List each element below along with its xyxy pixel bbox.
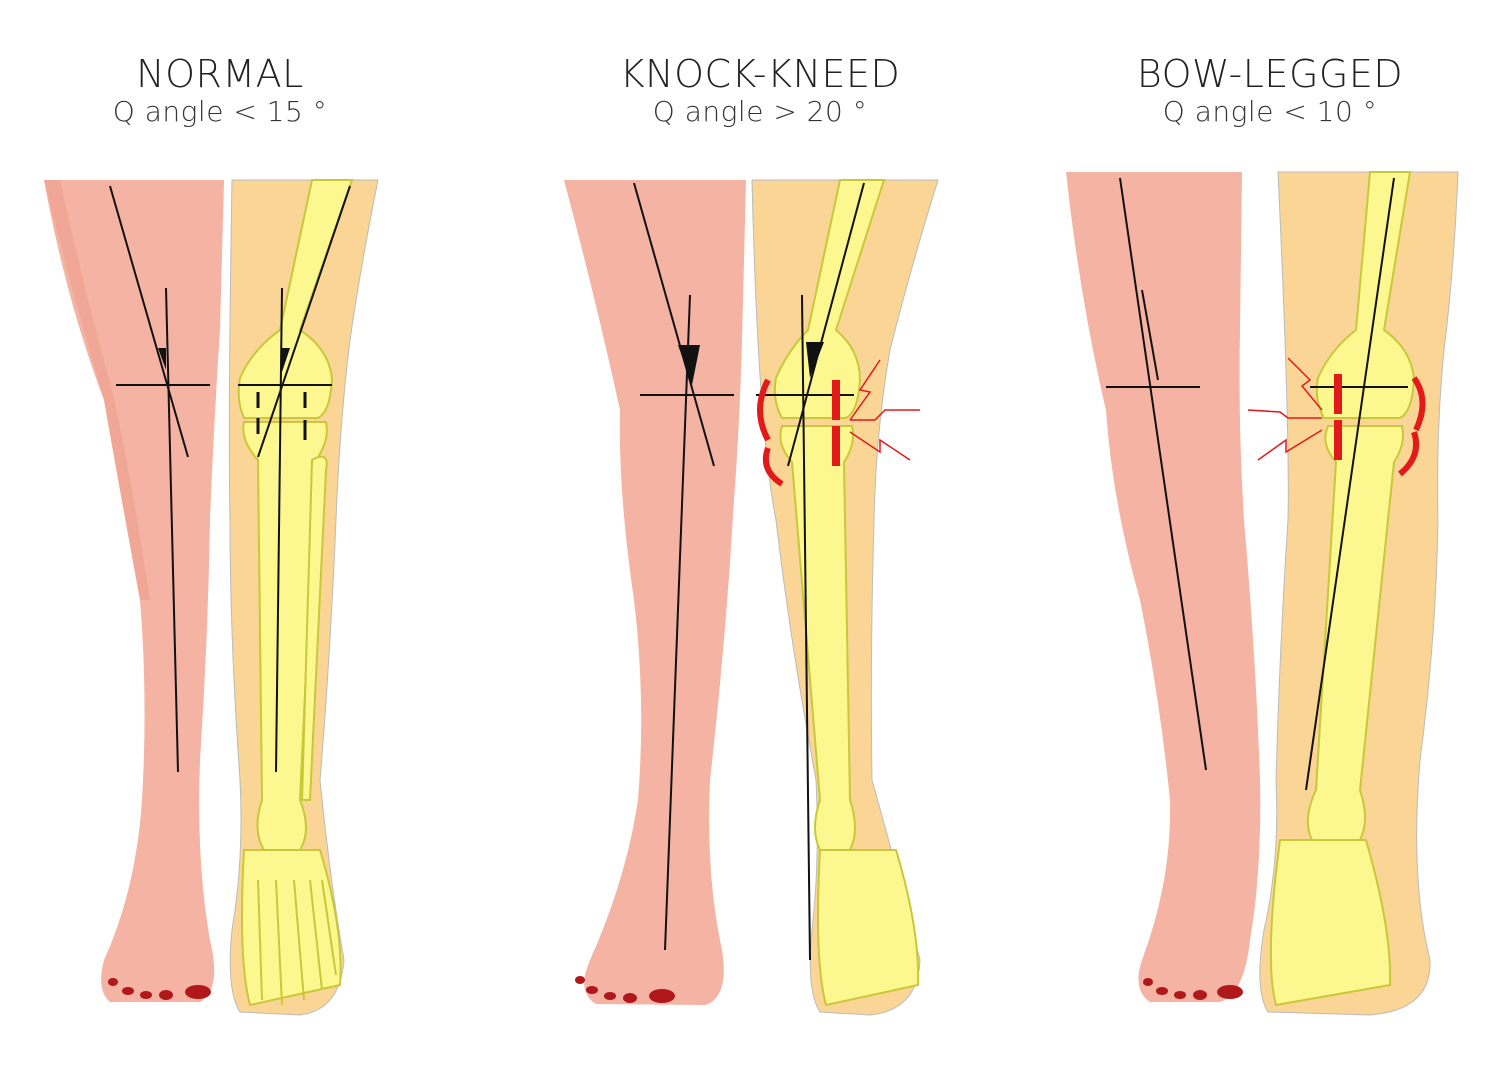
skin-leg [564, 180, 746, 1005]
condition-label: KNOCK-KNEED [619, 52, 901, 96]
q-angle-label: Q angle < 15 ° [112, 95, 328, 128]
skin-leg [44, 180, 224, 1002]
panel-bow-legged: BOW-LEGGED Q angle < 10 ° [1040, 0, 1500, 1071]
skeletal-leg [228, 179, 379, 1016]
panel-title: BOW-LEGGED Q angle < 10 ° [1040, 0, 1500, 128]
q-angle-wedge [158, 348, 166, 370]
condition-label: NORMAL [136, 52, 304, 96]
q-angle-label: Q angle < 10 ° [1162, 95, 1378, 128]
q-angle-wedge [282, 348, 290, 372]
pressure-arrows [256, 392, 307, 440]
skin-leg [1066, 172, 1261, 1002]
skeletal-leg [751, 179, 939, 1016]
condition-label: BOW-LEGGED [1136, 52, 1404, 96]
q-angle-wedge [806, 342, 824, 378]
panel-title: KNOCK-KNEED Q angle > 20 ° [520, 0, 1000, 128]
stress-indicators [757, 359, 920, 487]
panel-normal: NORMAL Q angle < 15 ° [0, 0, 440, 1071]
panel-knock-kneed: KNOCK-KNEED Q angle > 20 ° [520, 0, 1000, 1071]
q-angle-axis-lines [109, 185, 351, 773]
q-angle-wedge [678, 345, 700, 385]
panel-title: NORMAL Q angle < 15 ° [0, 0, 440, 128]
q-angle-axis-lines [1106, 177, 1408, 791]
leg-illustration-normal [44, 179, 379, 1016]
leg-illustration-bow-legged [1066, 171, 1459, 1016]
skeletal-leg [1259, 171, 1459, 1016]
stress-indicators [1247, 357, 1426, 477]
q-angle-label: Q angle > 20 ° [652, 95, 868, 128]
leg-illustration-knock-kneed [564, 179, 939, 1016]
